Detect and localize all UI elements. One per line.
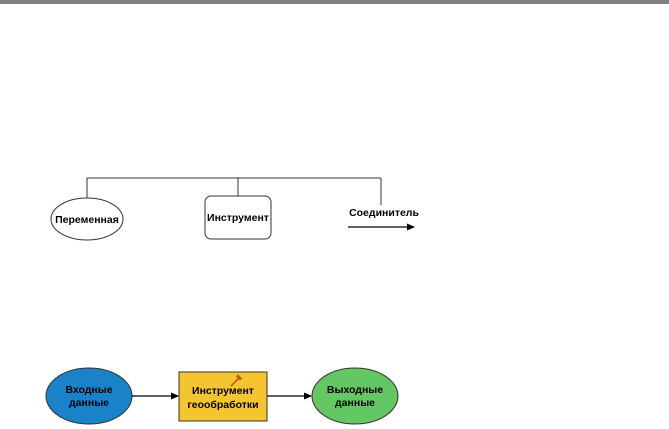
workflow: Входные данные Инструмент геообработки В… bbox=[45, 367, 399, 425]
variable-shape bbox=[50, 197, 124, 241]
legend-variable: Переменная bbox=[50, 197, 124, 241]
tool-label-line1: Инструмент bbox=[192, 385, 254, 397]
output-data-label-line2: данные bbox=[335, 397, 375, 409]
legend-bracket bbox=[86, 177, 382, 205]
variable-label: Переменная bbox=[55, 214, 119, 226]
top-border bbox=[0, 0, 669, 4]
legend-tool: Инструмент bbox=[204, 195, 272, 240]
legend-connector: Соединитель bbox=[348, 207, 419, 231]
tool-shape bbox=[204, 195, 272, 240]
tool-label: Инструмент bbox=[207, 212, 269, 224]
tool-label-line2: геообработки bbox=[187, 399, 258, 411]
input-data-node bbox=[45, 367, 133, 425]
output-data-node bbox=[311, 367, 399, 425]
geoprocessing-tool-node bbox=[178, 371, 268, 422]
input-data-label-line1: Входные bbox=[65, 384, 112, 396]
input-data-label-line2: данные bbox=[69, 397, 109, 409]
output-data-label-line1: Выходные bbox=[327, 384, 383, 396]
connector-label: Соединитель bbox=[349, 207, 419, 219]
hammer-icon bbox=[230, 374, 243, 387]
